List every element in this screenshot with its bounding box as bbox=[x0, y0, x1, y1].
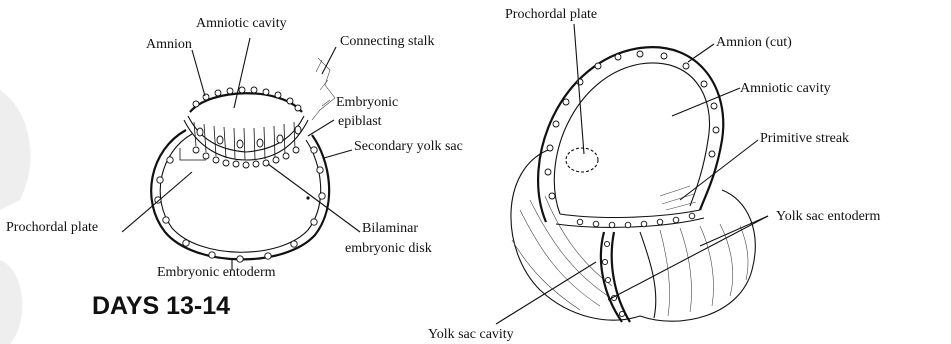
label-connecting-stalk: Connecting stalk bbox=[340, 34, 435, 49]
label-embryonic-epiblast-1: Embryonic bbox=[336, 95, 398, 110]
epiblast-cells bbox=[184, 116, 308, 160]
label-prochordal-plate-right: Prochordal plate bbox=[505, 7, 597, 22]
amnion-dome-cells bbox=[545, 51, 719, 199]
label-bilaminar-2: embryonic disk bbox=[345, 241, 432, 256]
label-yolk-sac-cavity: Yolk sac cavity bbox=[428, 327, 514, 342]
label-amniotic-cavity-left: Amniotic cavity bbox=[196, 16, 287, 31]
label-yolk-sac-entoderm: Yolk sac entoderm bbox=[776, 209, 880, 224]
right-leader-lines bbox=[496, 24, 768, 324]
left-leader-lines bbox=[122, 38, 360, 270]
label-prochordal-plate-left: Prochordal plate bbox=[6, 220, 98, 235]
prochordal-plate-oval bbox=[566, 148, 598, 172]
label-embryonic-epiblast-2: epiblast bbox=[338, 114, 382, 129]
watermark bbox=[0, 90, 30, 344]
label-amniotic-cavity-right: Amniotic cavity bbox=[740, 81, 831, 96]
label-amnion-cut: Amnion (cut) bbox=[716, 35, 792, 50]
label-amnion-left: Amnion bbox=[146, 37, 192, 52]
label-bilaminar-1: Bilaminar bbox=[362, 221, 418, 236]
label-secondary-yolk-sac: Secondary yolk sac bbox=[354, 139, 463, 154]
right-embryo-drawing bbox=[511, 47, 755, 322]
left-embryo-drawing bbox=[151, 58, 335, 262]
label-primitive-streak: Primitive streak bbox=[760, 131, 849, 146]
stage-title: DAYS 13-14 bbox=[92, 292, 230, 320]
disk-cells bbox=[577, 213, 695, 228]
label-embryonic-entoderm: Embryonic entoderm bbox=[157, 265, 276, 280]
